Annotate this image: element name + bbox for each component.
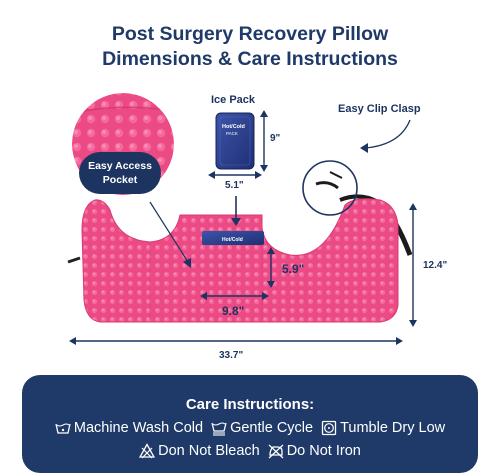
clasp-buckle <box>315 181 339 190</box>
clasp-callout-circle <box>302 160 358 216</box>
care-label-bleach: Don Not Bleach <box>158 443 260 459</box>
badge-line1: Easy Access <box>88 160 152 172</box>
tumble-dry-icon <box>321 420 337 436</box>
ice-pack-text-line1: Hot/Cold <box>222 124 245 130</box>
pocket-height-label: 5.9" <box>282 262 305 276</box>
care-item-bleach: Don Not Bleach <box>139 443 260 459</box>
ice-width-label: 5.1" <box>225 180 244 191</box>
easy-access-pocket-badge: Easy Access Pocket <box>79 152 161 194</box>
easy-clip-clasp-label: Easy Clip Clasp <box>338 103 421 115</box>
ice-pack-label: Ice Pack <box>211 94 256 106</box>
gentle-cycle-icon <box>211 422 227 436</box>
ice-pack-text-line2: PACK <box>226 131 238 136</box>
care-item-tumble: Tumble Dry Low <box>321 420 445 436</box>
zoom-connector <box>149 201 189 263</box>
pillow-width-label: 33.7" <box>219 350 244 361</box>
page-title: Post Surgery Recovery Pillow <box>111 23 389 45</box>
care-label-wash: Machine Wash Cold <box>73 420 204 436</box>
svg-text:Hot/Cold: Hot/Cold <box>222 237 243 243</box>
clasp-label-arrow <box>364 119 411 149</box>
pillow-body <box>81 198 399 323</box>
care-title: Care Instructions: <box>185 396 315 413</box>
no-bleach-icon <box>139 443 156 459</box>
pillow-height-label: 12.4" <box>423 260 448 271</box>
ice-pack-in-pocket <box>202 231 264 245</box>
care-label-iron: Do Not Iron <box>286 443 361 459</box>
care-row-2: Don Not Bleach Do Not Iron <box>22 443 478 459</box>
ice-pack-image <box>215 112 255 170</box>
care-label-tumble: Tumble Dry Low <box>340 420 446 436</box>
no-iron-icon <box>268 444 284 459</box>
wash-cold-icon <box>55 423 71 434</box>
care-item-wash: Machine Wash Cold <box>55 420 203 436</box>
care-row-1: Machine Wash Cold Gentle Cycle Tumble Dr… <box>22 420 478 436</box>
care-instructions-panel: Care Instructions: Machine Wash Cold Gen… <box>22 375 478 473</box>
care-label-gentle: Gentle Cycle <box>230 420 314 436</box>
care-item-gentle: Gentle Cycle <box>211 420 313 436</box>
strap-left <box>67 256 81 264</box>
pocket-width-label: 9.8" <box>222 304 245 318</box>
ice-height-label: 9" <box>270 133 281 144</box>
page-subtitle: Dimensions & Care Instructions <box>102 48 398 70</box>
badge-line2: Pocket <box>102 174 138 186</box>
care-item-iron: Do Not Iron <box>268 443 361 459</box>
